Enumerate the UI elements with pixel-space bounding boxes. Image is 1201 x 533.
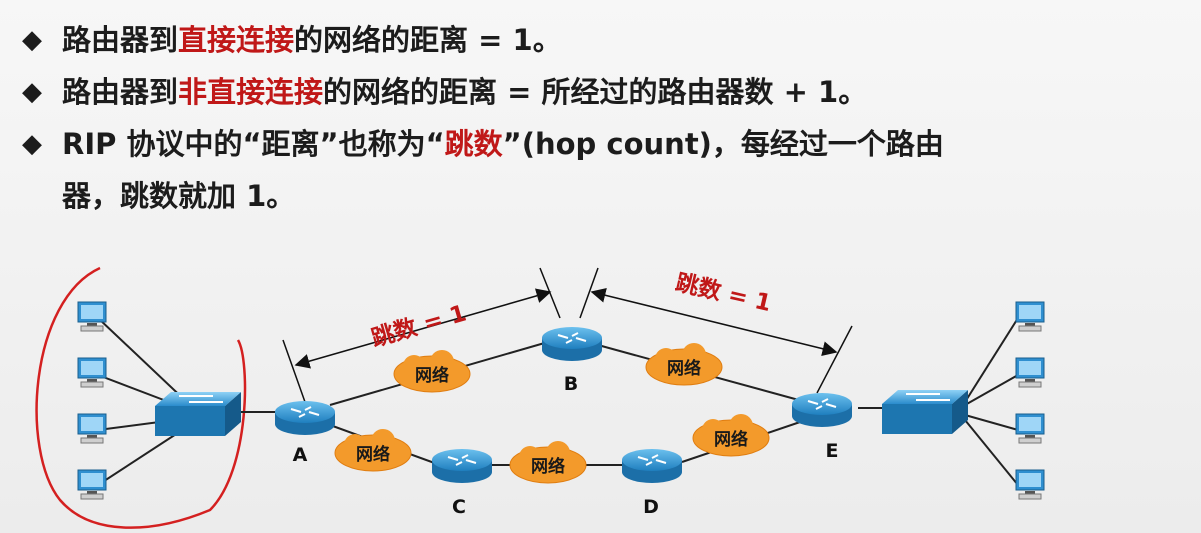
svg-text:网络: 网络 [415, 365, 449, 386]
bullet-2-pre: 路由器到 [62, 75, 179, 109]
bullet-2: ◆ 路由器到非直接连接的网络的距离 = 所经过的路由器数 + 1。 [22, 66, 1192, 118]
bullet-2-highlight: 非直接连接 [178, 75, 324, 109]
router-icon [542, 327, 602, 361]
hop-label-left: 跳数 = 1 [368, 299, 469, 352]
diamond-bullet-icon: ◆ [22, 77, 42, 107]
router-label-a: A [293, 444, 308, 466]
router-label-d: D [643, 496, 659, 518]
router-label-c: C [452, 496, 466, 518]
network-cloud: 网络 [334, 429, 412, 472]
diamond-bullet-icon: ◆ [22, 25, 42, 55]
computer-icon [1015, 301, 1045, 332]
bullet-3-continuation: 器，跳数就加 1。 [62, 179, 296, 213]
computer-icon [77, 357, 107, 388]
bullet-1-highlight: 直接连接 [178, 23, 295, 57]
red-circle-annotation [35, 266, 247, 529]
network-cloud: 网络 [645, 343, 723, 386]
bullet-3-post: ”(hop count)，每经过一个路由 [502, 127, 944, 161]
switch-icon [882, 390, 968, 434]
computer-icon [77, 413, 107, 444]
svg-text:网络: 网络 [531, 456, 565, 477]
bullet-3-highlight: 跳数 [444, 127, 503, 161]
computer-icon [1015, 413, 1045, 444]
network-cloud: 网络 [692, 414, 770, 457]
svg-text:网络: 网络 [356, 444, 390, 465]
bullet-2-post: 的网络的距离 = 所经过的路由器数 + 1。 [323, 75, 868, 109]
bullet-3: ◆ RIP 协议中的“距离”也称为“跳数”(hop count)，每经过一个路由 [22, 118, 1192, 170]
router-icon [275, 401, 335, 435]
bullet-1: ◆ 路由器到直接连接的网络的距离 = 1。 [22, 14, 1192, 66]
bullet-list: ◆ 路由器到直接连接的网络的距离 = 1。 ◆ 路由器到非直接连接的网络的距离 … [22, 14, 1192, 222]
svg-text:网络: 网络 [714, 429, 748, 450]
network-cloud: 网络 [393, 350, 471, 393]
router-icon [622, 449, 682, 483]
bullet-1-pre: 路由器到 [62, 23, 179, 57]
diamond-bullet-icon: ◆ [22, 129, 42, 159]
router-icon [792, 393, 852, 427]
computer-icon [77, 469, 107, 500]
network-cloud: 网络 [509, 441, 587, 484]
computer-icon [1015, 469, 1045, 500]
computer-icon [77, 301, 107, 332]
bullet-1-post: 的网络的距离 = 1。 [294, 23, 562, 57]
router-icon [432, 449, 492, 483]
bullet-3-pre: RIP 协议中的“距离”也称为“ [62, 127, 445, 161]
hop-measure-lines [282, 267, 853, 403]
router-label-b: B [564, 373, 578, 395]
switch-icon [155, 392, 241, 436]
hop-label-right: 跳数 = 1 [673, 269, 774, 317]
svg-text:网络: 网络 [667, 358, 701, 379]
computer-icon [1015, 357, 1045, 388]
router-label-e: E [826, 440, 839, 462]
